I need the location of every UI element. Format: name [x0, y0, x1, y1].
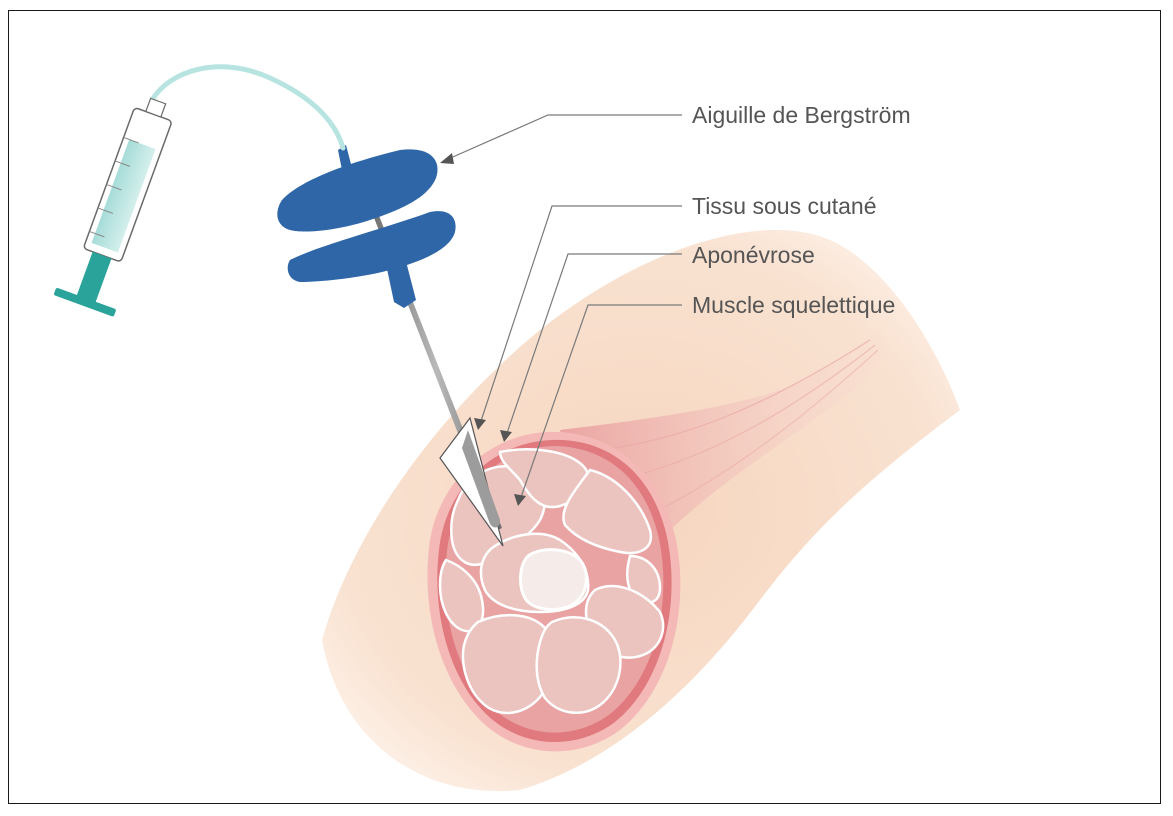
label-muscle: Muscle squelettique: [692, 294, 895, 317]
syringe: [54, 90, 189, 317]
label-aponeurosis: Aponévrose: [692, 244, 815, 267]
arrow-needle: [440, 153, 454, 164]
leader-needle: [446, 115, 682, 160]
label-needle: Aiguille de Bergström: [692, 104, 911, 127]
label-subcutaneous: Tissu sous cutané: [692, 195, 877, 218]
tubing: [152, 67, 343, 148]
bergstrom-needle: [277, 145, 503, 546]
